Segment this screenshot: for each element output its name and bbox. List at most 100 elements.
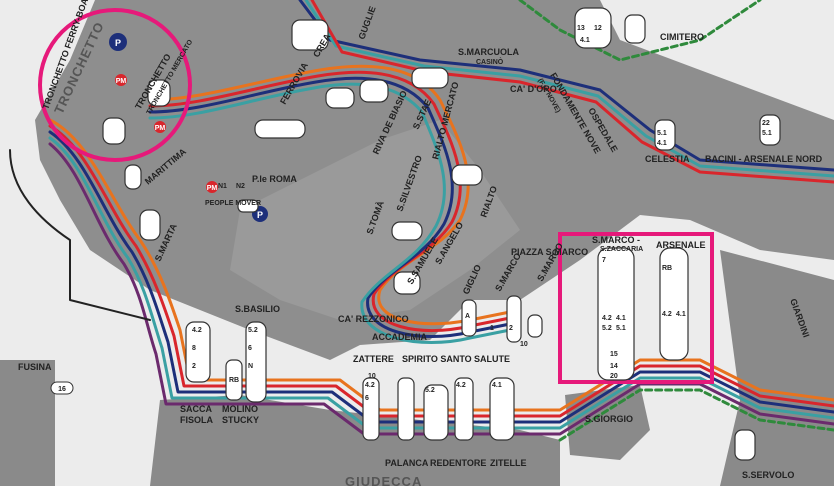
stop-chip [734,429,756,461]
parking-label: P [115,38,121,48]
stop-chip [102,117,126,145]
stop-chip [527,314,543,338]
stop-chip [411,67,449,89]
venice-inner-land [230,120,520,320]
label-ca-doro: CA' D'ORO [510,84,557,94]
stop-chip [461,299,477,337]
route-code-4-1: 4.1 [492,382,502,389]
route-code-20: 20 [610,373,618,380]
stop-chips [102,7,781,461]
people-mover-icon-3 [154,121,166,133]
route-code-5-1: 5.1 [616,325,626,332]
stop-chip [185,321,211,383]
north-route-blue [298,0,834,172]
route-code-7: 7 [602,257,606,264]
stop-chip [124,164,142,190]
route-code-5-2: 5.2 [248,327,258,334]
stop-chip [506,295,522,343]
route-code-4-1-b: 4.1 [616,315,626,322]
label-molino: MOLINO [222,404,258,414]
route-code-a: A [465,313,470,320]
route-code-rb-b: RB [662,265,672,272]
route-code-13: 13 [577,25,585,32]
n1-code: N1 [218,183,227,190]
route-code-5-2-b: 5.2 [425,387,435,394]
parking-label-roma: P [257,210,263,220]
route-line-blue [48,130,834,424]
stop-chip [489,377,515,441]
route-code-rb: RB [229,377,239,384]
label-redentore: REDENTORE [430,458,486,468]
route-chip-16 [50,381,74,395]
pm-badge-3: PM [155,125,166,132]
stop-chip [254,119,306,139]
label-s-basilio: S.BASILIO [235,304,280,314]
stop-chip [391,221,423,241]
label-cimitero: CIMITERO [660,32,704,42]
label-s-marcuola: S.MARCUOLA [458,47,519,57]
stop-chip [393,271,421,295]
label-spirito-santo: SPIRITO SANTO [402,354,472,364]
route-line-green [558,388,834,442]
east-island [720,250,834,486]
route-code-4-1-c: 4.1 [676,311,686,318]
stop-chip [291,19,329,51]
cimitero-route [518,0,762,62]
stop-chip [245,321,267,403]
label-celestia: CELESTIA [645,154,690,164]
route-line-red [48,124,834,418]
route-code-4-2-c: 4.2 [456,382,466,389]
route-code-14: 14 [610,363,618,370]
people-mover-icon-2 [206,181,218,193]
route-code-16: 16 [58,386,66,393]
label-sacca: SACCA [180,404,213,414]
route-code-2-b: 2 [509,325,513,332]
label-s-servolo: S.SERVOLO [742,470,794,480]
stop-chip [654,119,676,151]
route-code-22: 22 [762,120,770,127]
route-code-4-2-e: 4.2 [662,311,672,318]
route-code-chips: 16 4.2 8 2 RB 5.2 6 N 4.2 6 10 5.2 4.2 4… [50,25,772,402]
route-code-4-1-d: 4.1 [657,140,667,147]
label-people-mover: PEOPLE MOVER [205,200,261,207]
route-code-5-1-b: 5.1 [657,130,667,137]
grand-canal-red [148,70,522,333]
route-code-8: 8 [192,345,196,352]
stop-chip [237,199,259,213]
route-code-4-2-d: 4.2 [602,315,612,322]
route-code-2: 2 [192,363,196,370]
label-bacini: BACINI - ARSENALE NORD [705,154,823,164]
stop-chip [147,79,171,107]
route-code-15: 15 [610,351,618,358]
stop-chip [139,209,161,241]
route-line-teal [48,136,834,430]
label-s-marco-zaccaria: S.MARCO - [592,235,640,245]
fusina-land [0,360,55,486]
grand-canal-teal [148,82,522,344]
stop-chip [397,377,415,441]
giudecca-island [150,395,560,486]
route-code-12: 12 [594,25,602,32]
label-s-giorgio: S.GIORGIO [585,414,633,424]
stop-chip [451,164,483,186]
label-stucky: STUCKY [222,415,259,425]
outer-route-black [9,149,151,321]
label-salute: SALUTE [474,354,510,364]
n2-code: N2 [236,183,245,190]
label-ple-roma: P.le ROMA [252,174,297,184]
grand-canal-orange [148,64,522,326]
stop-chip [325,87,355,109]
label-s-zaccaria: S.ZACCARIA [600,246,643,253]
people-mover-icon [115,74,127,86]
route-code-5-2-c: 5.2 [602,325,612,332]
label-giudecca: GIUDECCA [345,474,422,486]
label-palanca: PALANCA [385,458,429,468]
label-casino: CASINÒ [476,57,504,66]
label-accademia: ACCADEMIA [372,332,427,342]
route-code-n: N [248,363,253,370]
route-code-4-2-b: 4.2 [365,382,375,389]
label-zattere: ZATTERE [353,354,394,364]
stop-chip [362,377,380,441]
stop-chip [574,7,612,49]
